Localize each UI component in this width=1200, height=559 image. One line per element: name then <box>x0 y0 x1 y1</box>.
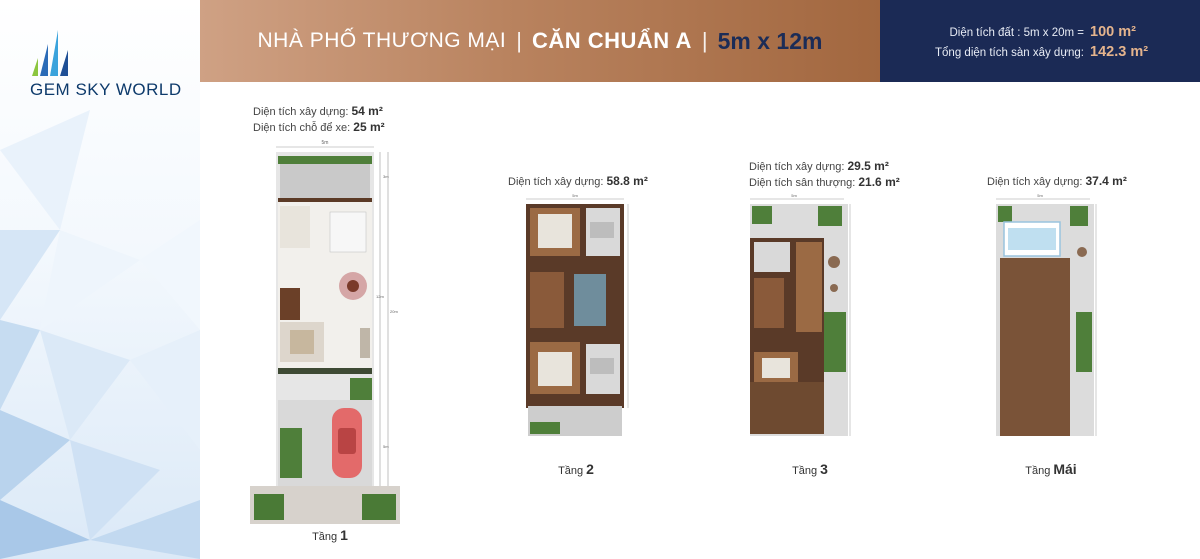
land-area-label: Diện tích đất : 5m x 20m = <box>949 27 1084 39</box>
dimension-label: 5m <box>1037 193 1043 198</box>
info-label: Diện tích chỗ để xe: <box>253 122 351 134</box>
total-floor-area-label: Tổng diện tích sàn xây dựng: <box>935 47 1084 59</box>
area-summary-box: Diện tích đất : 5m x 20m = 100 m² Tổng d… <box>880 0 1200 82</box>
info-value: 25 m² <box>353 120 385 134</box>
title-separator: | <box>516 28 522 53</box>
floor-roof-plan: 5m <box>996 193 1097 436</box>
floor-prefix: Tầng <box>1025 465 1051 477</box>
floor-name: Mái <box>1053 461 1077 477</box>
floor-1-info: Diện tích xây dựng: 54 m² Diện tích chỗ … <box>253 104 385 136</box>
geometric-pattern <box>0 110 200 559</box>
info-label: Diện tích xây dựng: <box>253 106 349 118</box>
info-label: Diện tích xây dựng: <box>749 161 845 173</box>
land-area-value: 100 m² <box>1090 24 1136 40</box>
floor-3-plan: 5m <box>750 193 851 436</box>
floor-3-info-row: Diện tích sân thượng: 21.6 m² <box>749 175 900 191</box>
property-type: NHÀ PHỐ THƯƠNG MẠI <box>257 29 507 52</box>
brand-logo: GEM SKY WORLD <box>30 30 190 100</box>
info-value: 58.8 m² <box>606 174 648 188</box>
info-value: 37.4 m² <box>1085 174 1127 188</box>
logo-mark-icon <box>32 30 68 76</box>
unit-dimension: 5m x 12m <box>717 27 823 54</box>
floor-1-info-row: Diện tích xây dựng: 54 m² <box>253 104 385 120</box>
decorative-side-panel: GEM SKY WORLD <box>0 0 200 559</box>
floor-roof-info-row: Diện tích xây dựng: 37.4 m² <box>987 174 1127 190</box>
info-label: Diện tích xây dựng: <box>508 176 604 188</box>
info-value: 29.5 m² <box>847 159 889 173</box>
floor-1-plan: 5m 3m 12m 20m 5m <box>250 140 400 524</box>
header-banner: NHÀ PHỐ THƯƠNG MẠI | CĂN CHUẨN A | 5m x … <box>200 0 880 82</box>
land-area-row: Diện tích đất : 5m x 20m = 100 m² <box>880 24 1200 40</box>
floor-prefix: Tầng <box>792 465 818 477</box>
info-value: 54 m² <box>351 104 383 118</box>
dimension-label: 5m <box>572 193 578 198</box>
brand-name: GEM SKY WORLD <box>30 80 182 99</box>
dimension-label: 5m <box>791 193 797 198</box>
floor-2-plan: 5m <box>526 193 629 436</box>
dimension-label: 20m <box>390 309 398 314</box>
floor-roof-info: Diện tích xây dựng: 37.4 m² <box>987 174 1127 190</box>
page-title: NHÀ PHỐ THƯƠNG MẠI | CĂN CHUẨN A | 5m x … <box>258 28 823 55</box>
floor-name: 1 <box>340 527 348 543</box>
info-label: Diện tích sân thượng: <box>749 177 856 189</box>
dimension-label: 5m <box>322 140 329 146</box>
floor-3-info: Diện tích xây dựng: 29.5 m² Diện tích sâ… <box>749 159 900 191</box>
unit-type: CĂN CHUẨN A <box>531 28 692 53</box>
dimension-label: 12m <box>376 294 384 299</box>
floor-2-info-row: Diện tích xây dựng: 58.8 m² <box>508 174 648 190</box>
floor-prefix: Tầng <box>312 531 338 543</box>
floor-name: 2 <box>586 461 594 477</box>
floor-name: 3 <box>820 461 828 477</box>
info-value: 21.6 m² <box>858 175 900 189</box>
floor-prefix: Tầng <box>558 465 584 477</box>
floor-3-info-row: Diện tích xây dựng: 29.5 m² <box>749 159 900 175</box>
info-label: Diện tích xây dựng: <box>987 176 1083 188</box>
dimension-label: 5m <box>383 444 389 449</box>
title-separator: | <box>701 28 708 53</box>
dimension-label: 3m <box>383 174 389 179</box>
floor-2-info: Diện tích xây dựng: 58.8 m² <box>508 174 648 190</box>
total-floor-area-row: Tổng diện tích sàn xây dựng: 142.3 m² <box>880 44 1200 60</box>
floor-1-info-row: Diện tích chỗ để xe: 25 m² <box>253 120 385 136</box>
total-floor-area-value: 142.3 m² <box>1090 44 1149 60</box>
